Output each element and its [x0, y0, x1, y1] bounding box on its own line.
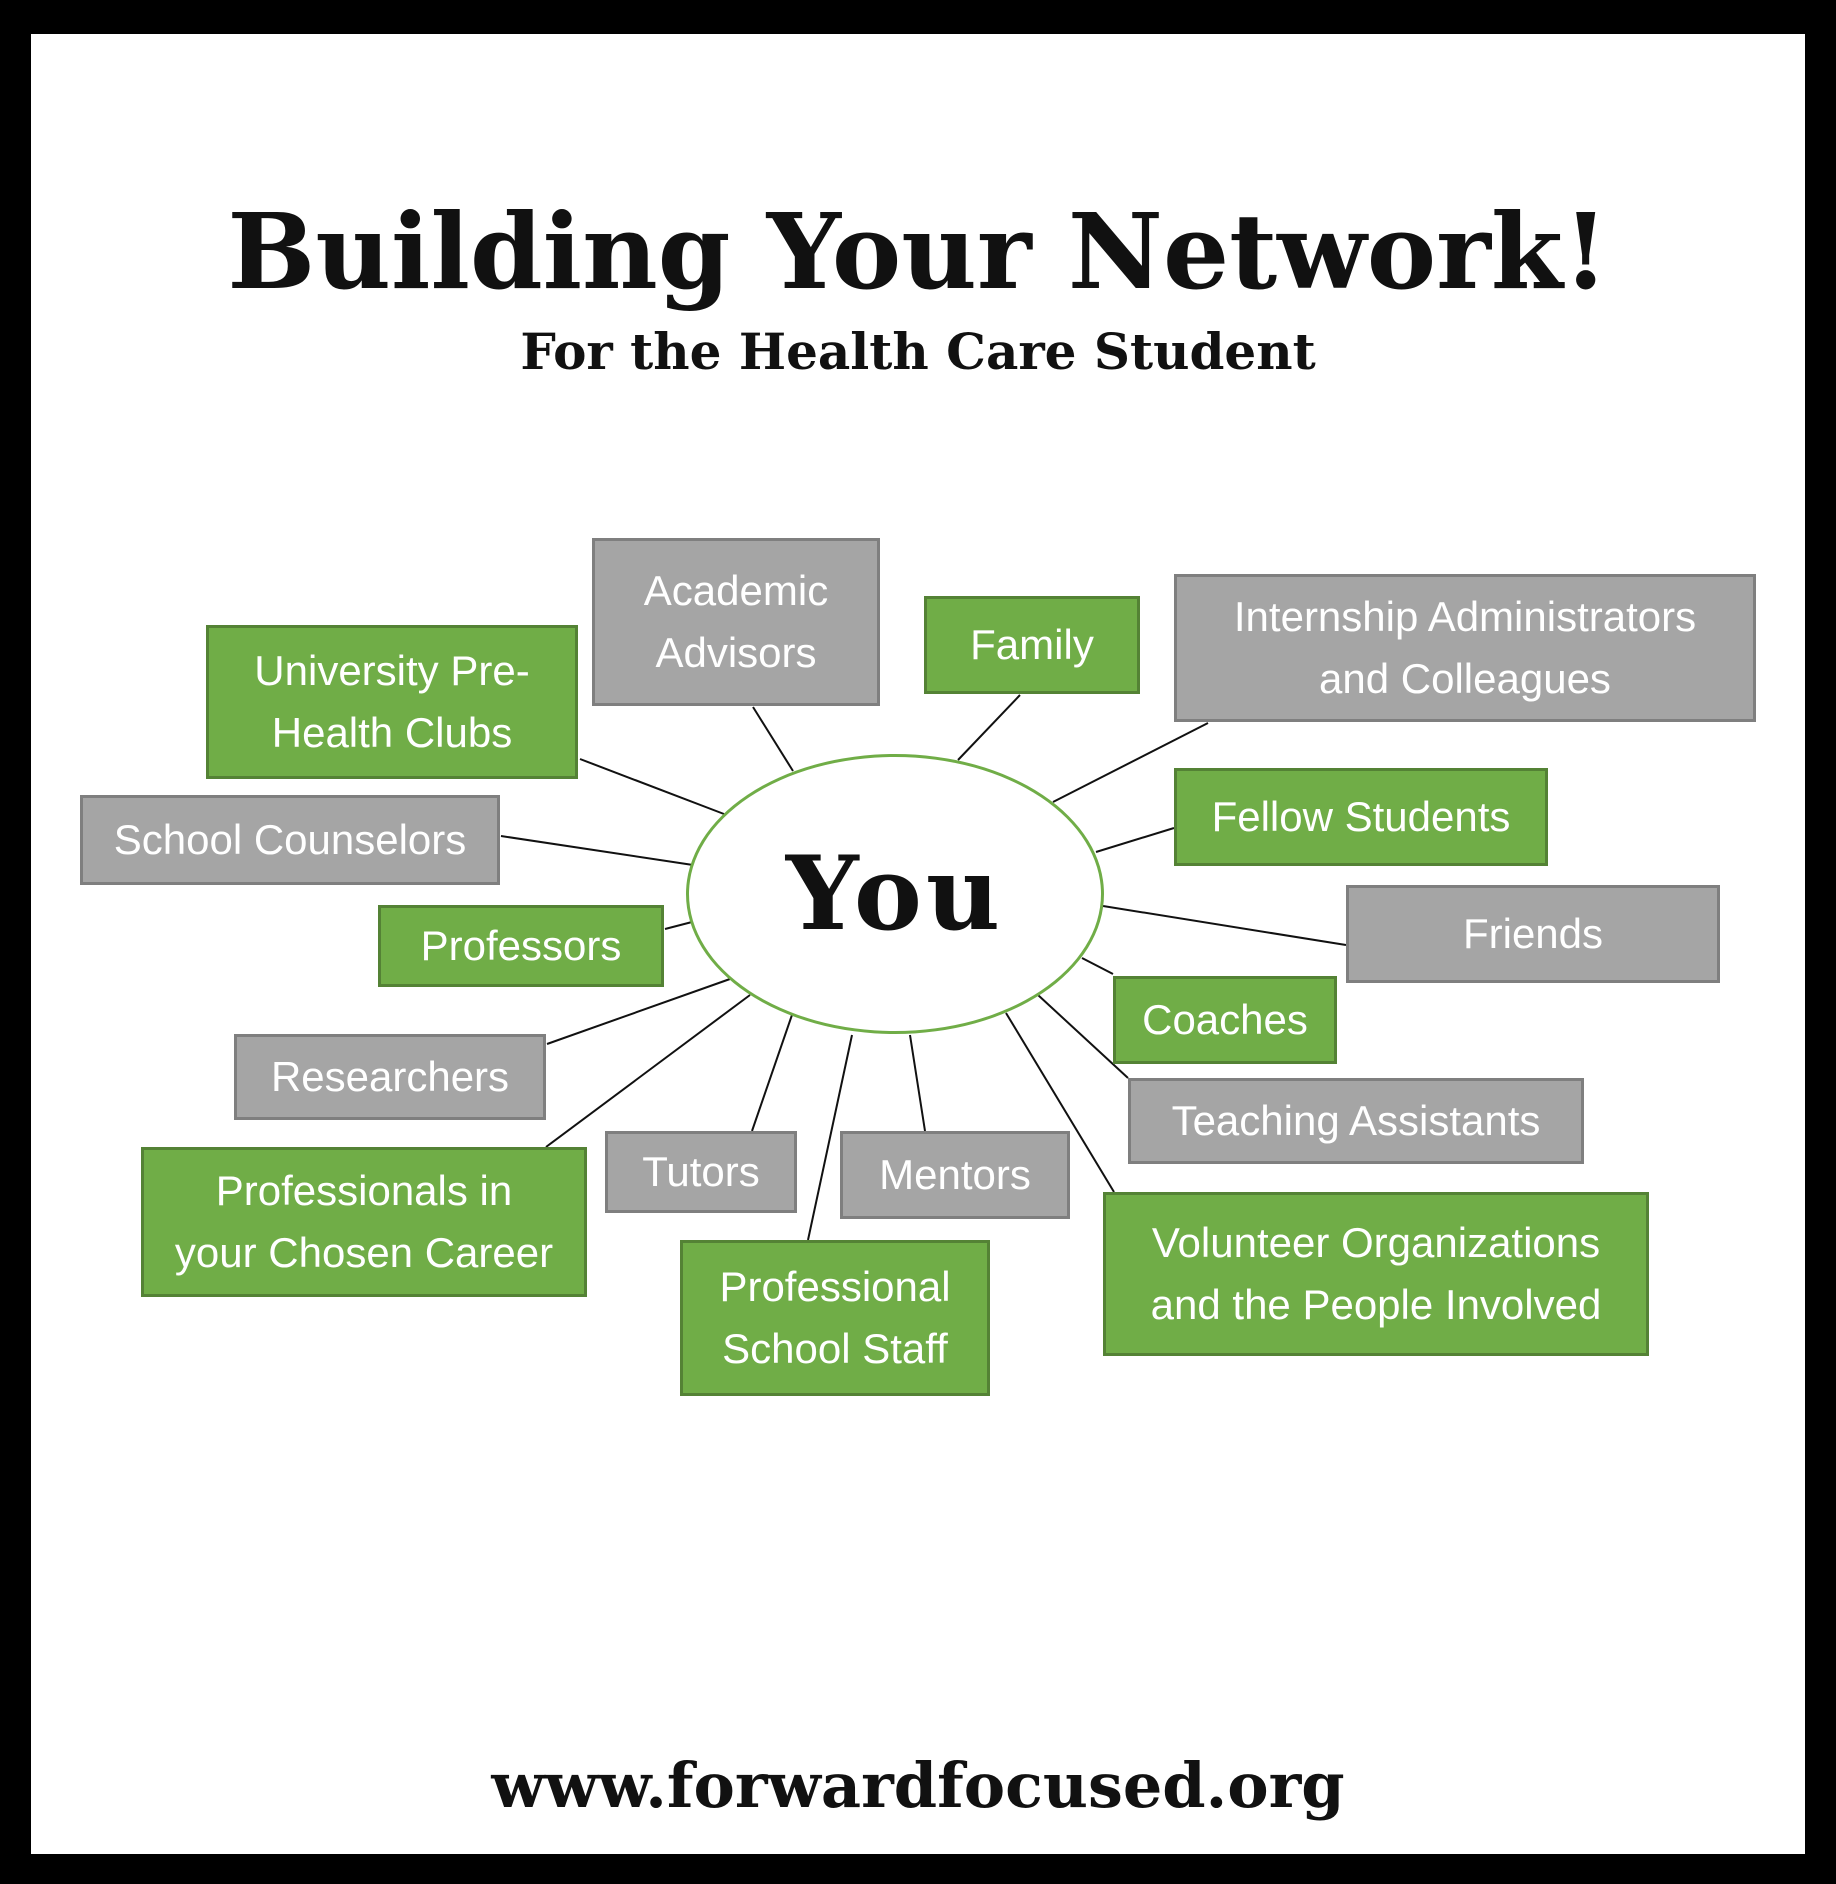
node-coaches: Coaches	[1113, 976, 1337, 1064]
node-label: Coaches	[1142, 996, 1308, 1043]
center-node-you: You	[686, 754, 1104, 1034]
node-researchers: Researchers	[234, 1034, 546, 1120]
node-school-counselors: School Counselors	[80, 795, 500, 885]
node-fellow-students: Fellow Students	[1174, 768, 1548, 866]
connector-school-counselors	[500, 835, 694, 866]
connector-volunteer-organizations	[1005, 1012, 1115, 1193]
node-label: Family	[970, 621, 1094, 668]
node-label: University Pre-Health Clubs	[254, 647, 530, 756]
connector-mentors	[909, 1034, 926, 1132]
connector-academic-advisors	[752, 706, 794, 772]
node-label: Fellow Students	[1211, 793, 1511, 840]
node-university-pre-health-clubs: University Pre-Health Clubs	[206, 625, 578, 779]
connector-teaching-assistants	[1037, 994, 1129, 1079]
connector-professors	[664, 921, 693, 930]
diagram-subtitle: For the Health Care Student	[520, 322, 1316, 381]
node-label: Friends	[1462, 910, 1604, 957]
node-teaching-assistants: Teaching Assistants	[1128, 1078, 1584, 1164]
connector-professionals-chosen-career	[545, 994, 751, 1148]
node-label: Mentors	[879, 1151, 1031, 1198]
connector-university-pre-health-clubs	[579, 758, 725, 815]
connector-family	[957, 694, 1021, 761]
center-label: You	[785, 834, 1005, 954]
connector-fellow-students	[1095, 827, 1175, 853]
diagram-title: Building Your Network!	[227, 190, 1609, 313]
node-family: Family	[924, 596, 1140, 694]
footer-url: www.forwardfocused.org	[491, 1749, 1345, 1822]
connector-friends	[1102, 905, 1347, 946]
node-friends: Friends	[1346, 885, 1720, 983]
node-label: Teaching Assistants	[1171, 1097, 1541, 1144]
connector-professional-school-staff	[807, 1034, 853, 1241]
node-label: Researchers	[270, 1053, 510, 1100]
node-label: Professors	[420, 922, 622, 969]
node-label: School Counselors	[113, 816, 467, 863]
connector-coaches	[1081, 957, 1114, 975]
connector-internship-administrators	[1052, 722, 1209, 803]
node-label: Tutors	[642, 1148, 760, 1195]
connector-researchers	[546, 978, 731, 1045]
node-tutors: Tutors	[605, 1131, 797, 1213]
connector-tutors	[751, 1011, 794, 1132]
node-professors: Professors	[378, 905, 664, 987]
node-mentors: Mentors	[840, 1131, 1070, 1219]
